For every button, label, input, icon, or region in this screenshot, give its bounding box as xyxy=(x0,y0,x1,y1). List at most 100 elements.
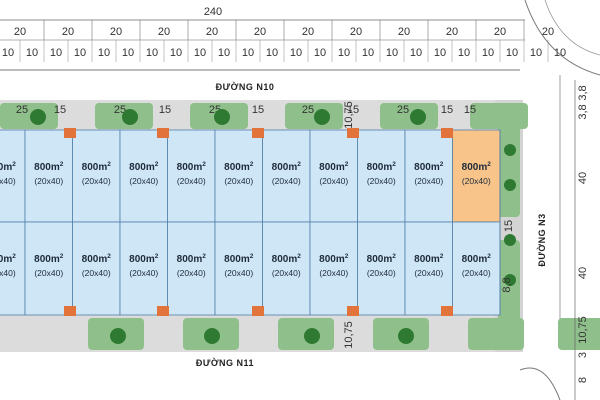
lot-size-label: (20x40) xyxy=(272,176,301,186)
tree xyxy=(314,109,330,125)
lot xyxy=(24,129,73,223)
frontage-dim: 15 xyxy=(464,104,476,116)
lot-size-label: (20x40) xyxy=(272,268,301,278)
lot xyxy=(24,221,73,316)
lot-area-superscript: 2 xyxy=(345,161,349,168)
top-dim-10: 10 xyxy=(410,47,422,59)
top-dim-10: 10 xyxy=(50,47,62,59)
lot-area-superscript: 2 xyxy=(12,253,16,260)
lot-row-bottom: 800m2 (20x40) 800m2 (20x40) 800m2 (20x40) 800m… xyxy=(0,130,501,316)
tree xyxy=(204,328,220,344)
top-dim-10: 10 xyxy=(266,47,278,59)
lot xyxy=(357,221,406,316)
top-dim-10: 10 xyxy=(506,47,518,59)
lot-area-superscript: 2 xyxy=(202,253,206,260)
lot-area-label: 800m2 xyxy=(34,253,64,265)
top-dim-10: 10 xyxy=(362,47,374,59)
lot-area-superscript: 2 xyxy=(440,161,444,168)
top-dim-20: 20 xyxy=(62,26,74,38)
right-dim-side-8: 8,8 xyxy=(501,277,513,292)
east-road-curve-top-outer xyxy=(544,0,600,56)
lot-area-superscript: 2 xyxy=(202,161,206,168)
lot-size-label: (20x40) xyxy=(82,268,111,278)
road-label-east: ĐƯỜNG N3 xyxy=(536,213,547,266)
top-dim-10: 10 xyxy=(26,47,38,59)
lot-area-superscript: 2 xyxy=(12,161,16,168)
lot-area-superscript: 2 xyxy=(155,253,159,260)
lot xyxy=(214,129,263,223)
top-dim-10: 10 xyxy=(482,47,494,59)
lot-area-label: 800m2 xyxy=(462,161,492,173)
lot-size-label: (20x40) xyxy=(129,268,158,278)
lot xyxy=(262,129,311,223)
frontage-dim: 25 xyxy=(16,104,28,116)
top-dim-20: 20 xyxy=(398,26,410,38)
lot-area-superscript: 2 xyxy=(107,253,111,260)
lot-area-label: 800m2 xyxy=(177,161,207,173)
top-dim-10: 10 xyxy=(170,47,182,59)
top-dim-20: 20 xyxy=(254,26,266,38)
lot xyxy=(119,221,168,316)
top-dim-20: 20 xyxy=(158,26,170,38)
gate-top xyxy=(157,128,169,138)
lot-area-superscript: 2 xyxy=(60,253,64,260)
gate-bottom xyxy=(157,306,169,316)
right-dim-top-2: 3,8 xyxy=(577,104,589,119)
lot-size-label: (20x40) xyxy=(414,268,443,278)
tree xyxy=(110,328,126,344)
top-dim-20: 20 xyxy=(302,26,314,38)
top-dim-10: 10 xyxy=(2,47,14,59)
lot-size-label: (20x40) xyxy=(462,176,491,186)
top-dim-10: 10 xyxy=(122,47,134,59)
green-park-top xyxy=(470,103,528,129)
tree xyxy=(504,234,516,246)
frontage-dim: 15 xyxy=(347,104,359,116)
lot xyxy=(0,221,26,316)
lot xyxy=(404,129,453,223)
lot-size-label: (20x40) xyxy=(177,268,206,278)
lot-area-superscript: 2 xyxy=(250,161,254,168)
lot xyxy=(262,221,311,316)
frontage-dim: 25 xyxy=(114,104,126,116)
lot-size-label: (20x40) xyxy=(177,176,206,186)
lot-area-label: 800m2 xyxy=(129,161,159,173)
lot xyxy=(357,129,406,223)
tree xyxy=(30,109,46,125)
lot-area-label: 800m2 xyxy=(177,253,207,265)
east-road-curve-bottom xyxy=(519,367,561,400)
lot-size-label: (20x40) xyxy=(34,268,63,278)
lot-size-label: (20x40) xyxy=(82,176,111,186)
lot-area-superscript: 2 xyxy=(60,161,64,168)
lot-area-superscript: 2 xyxy=(297,161,301,168)
lot-area-superscript: 2 xyxy=(297,253,301,260)
top-dim-10: 10 xyxy=(434,47,446,59)
top-dim-10: 10 xyxy=(242,47,254,59)
gate-bottom xyxy=(347,306,359,316)
right-dim-bottom-1: 10,75 xyxy=(577,316,589,344)
lot-highlighted xyxy=(452,129,501,223)
right-dim-depth-top: 40 xyxy=(577,172,589,184)
top-dim-10: 10 xyxy=(554,47,566,59)
gate-bottom xyxy=(252,306,264,316)
frontage-dim: 15 xyxy=(159,104,171,116)
right-dim-gap: 15 xyxy=(503,220,515,232)
lot xyxy=(72,129,121,223)
lot-size-label: (20x40) xyxy=(224,176,253,186)
lot-area-label: 800m2 xyxy=(224,253,254,265)
lot-size-label: (20x40) xyxy=(319,268,348,278)
top-dim-20: 20 xyxy=(542,26,554,38)
lot xyxy=(309,221,358,316)
lot-area-label: 800m2 xyxy=(224,161,254,173)
gate-bottom xyxy=(64,306,76,316)
lot-area-label: 800m2 xyxy=(462,253,492,265)
lot-area-label: 800m2 xyxy=(367,253,397,265)
lot-area-label: 800m2 xyxy=(0,253,16,265)
lot-area-superscript: 2 xyxy=(440,253,444,260)
lot xyxy=(167,129,216,223)
top-dim-10: 10 xyxy=(218,47,230,59)
lot-area-label: 800m2 xyxy=(129,253,159,265)
tree xyxy=(214,109,230,125)
top-dim-10: 10 xyxy=(290,47,302,59)
